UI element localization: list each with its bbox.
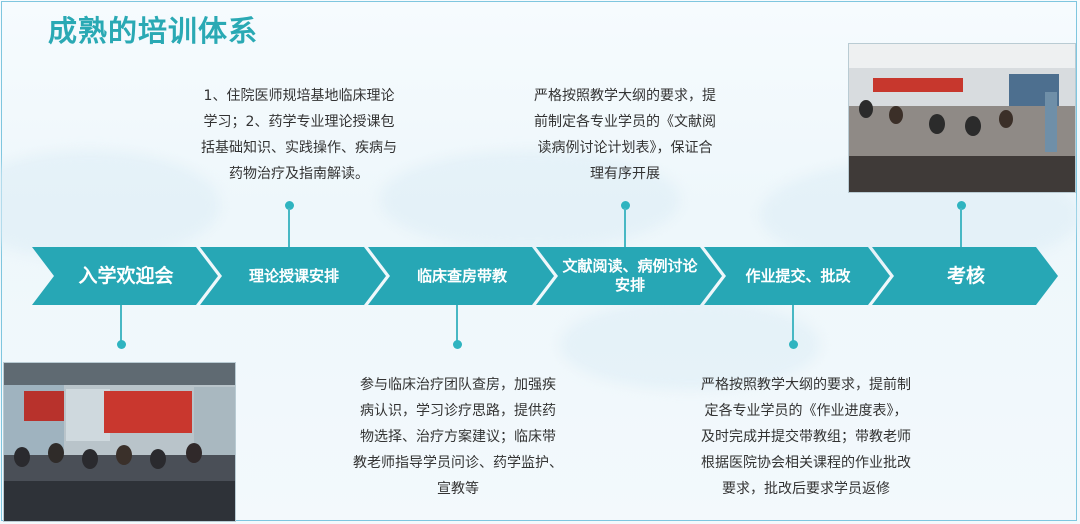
- connector-line: [792, 304, 794, 342]
- connector-dot: [789, 340, 798, 349]
- connector-line: [288, 208, 290, 248]
- step-literature: 文献阅读、病例讨论安排: [536, 247, 722, 305]
- description-homework: 严格按照教学大纲的要求，提前制 定各专业学员的《作业进度表》， 及时完成并提交带…: [701, 377, 911, 497]
- step-welcome: 入学欢迎会: [32, 247, 218, 305]
- step-homework: 作业提交、批改: [704, 247, 890, 305]
- connector-line: [456, 304, 458, 342]
- connector-dot: [285, 201, 294, 210]
- connector-dot: [453, 340, 462, 349]
- cloud-decoration: [560, 300, 820, 390]
- connector-dot: [957, 201, 966, 210]
- page-title: 成熟的培训体系: [48, 14, 259, 48]
- description-theory: 1、住院医师规培基地临床理论 学习；2、药学专业理论授课包 括基础知识、实践操作…: [201, 88, 397, 182]
- step-exam: 考核: [872, 247, 1058, 305]
- step-theory: 理论授课安排: [200, 247, 386, 305]
- connector-dot: [621, 201, 630, 210]
- connector-dot: [117, 340, 126, 349]
- cloud-decoration: [380, 150, 680, 250]
- connector-line: [624, 208, 626, 248]
- description-literature: 严格按照教学大纲的要求，提 前制定各专业学员的《文献阅 读病例讨论计划表》，保证…: [534, 88, 716, 182]
- connector-line: [960, 208, 962, 248]
- description-rounds: 参与临床治疗团队查房，加强疾 病认识，学习诊疗思路，提供药 物选择、治疗方案建议…: [353, 377, 563, 497]
- step-rounds: 临床查房带教: [368, 247, 554, 305]
- welcome-meeting-photo: [3, 362, 236, 522]
- cloud-decoration: [0, 150, 220, 260]
- connector-line: [120, 304, 122, 342]
- exam-classroom-photo: [848, 43, 1076, 193]
